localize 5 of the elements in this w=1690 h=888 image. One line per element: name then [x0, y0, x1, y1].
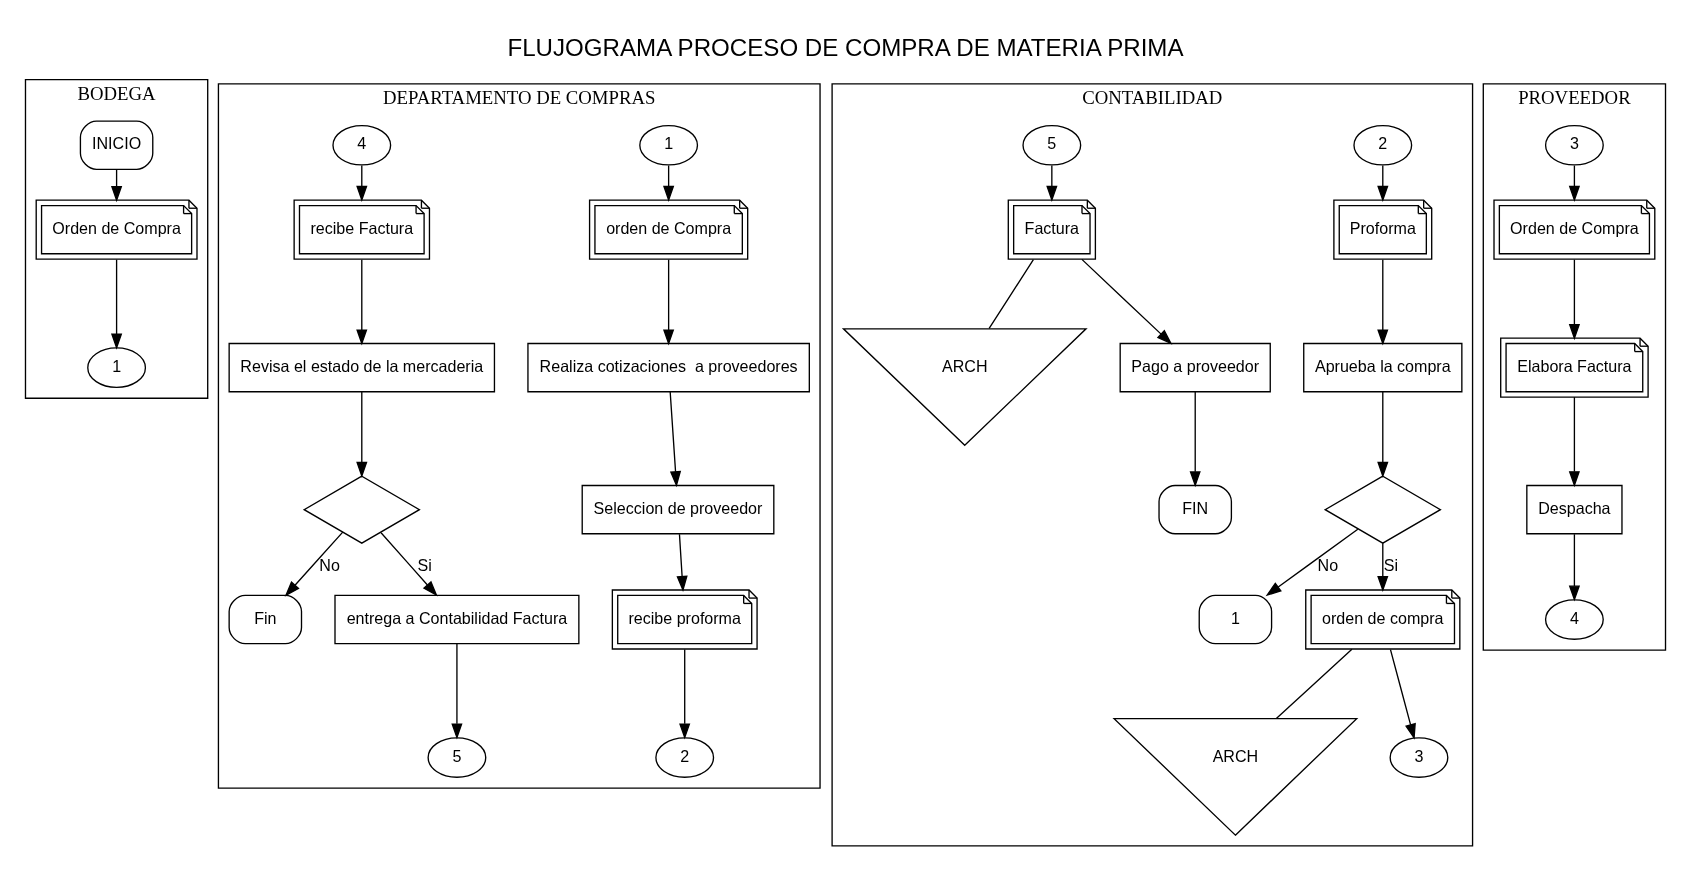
- edge-label: No: [1317, 555, 1338, 574]
- edge-label: Si: [1383, 555, 1398, 574]
- diagram-title: FLUJOGRAMA PROCESO DE COMPRA DE MATERIA PRIMA: [506, 34, 1184, 62]
- edge-label: Si: [417, 555, 432, 574]
- edge-label: No: [318, 555, 340, 574]
